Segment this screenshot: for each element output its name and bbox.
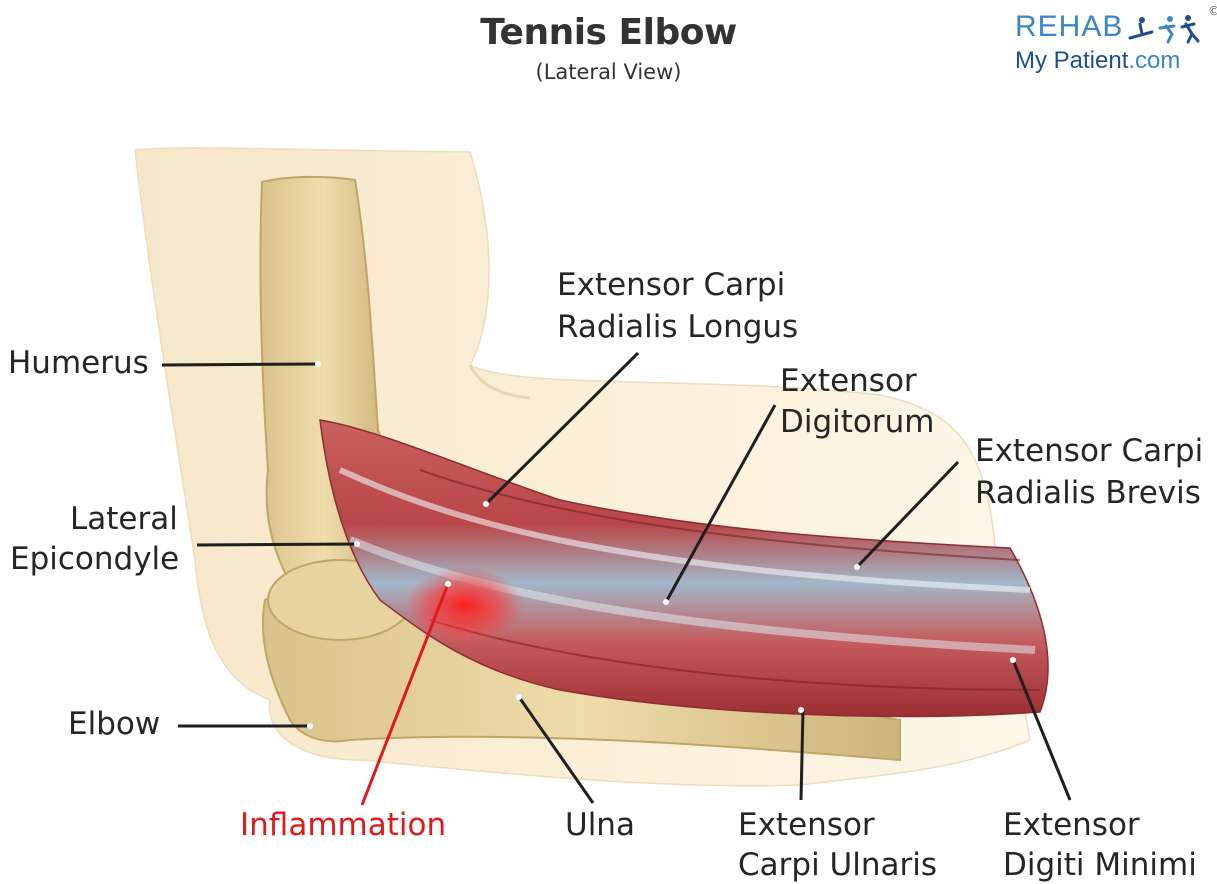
logo-my-patient: My Patient.com (1015, 47, 1180, 75)
label-ulna: Ulna (565, 806, 635, 844)
logo-rehab: REHAB (1015, 10, 1123, 44)
label-ecrl-line1: Extensor Carpi (557, 266, 785, 304)
label-ecu-line1: Extensor (738, 806, 875, 844)
copyright-symbol: © (1208, 4, 1217, 18)
label-edm-line2: Digiti Minimi (1003, 846, 1197, 884)
exercise-figures-icon (1122, 14, 1202, 44)
label-ecu-line2: Carpi Ulnaris (738, 846, 937, 884)
label-ed-line2: Digitorum (780, 403, 935, 441)
label-ecrb-line1: Extensor Carpi (975, 432, 1203, 470)
label-ecrb-line2: Radialis Brevis (975, 474, 1201, 512)
label-elbow: Elbow (68, 705, 160, 743)
label-inflammation: Inflammation (240, 806, 446, 844)
label-humerus: Humerus (8, 344, 149, 382)
label-ed-line1: Extensor (780, 362, 917, 400)
label-ecrl-line2: Radialis Longus (557, 308, 798, 346)
label-lateral-epicondyle-line2: Epicondyle (10, 540, 179, 578)
inflammation-hotspot (405, 567, 525, 643)
label-lateral-epicondyle-line1: Lateral (70, 500, 178, 538)
label-edm-line1: Extensor (1003, 806, 1140, 844)
rehab-my-patient-logo: REHAB My Patient.com © (1012, 10, 1217, 80)
